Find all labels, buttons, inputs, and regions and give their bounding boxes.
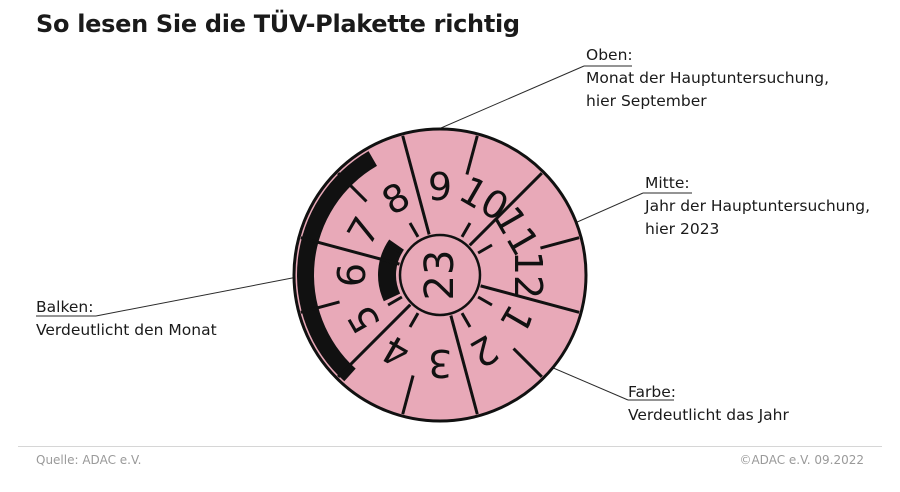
callout-oben-line-1: Monat der Hauptuntersuchung, [586,69,830,87]
leader-balken [95,272,319,317]
divider-tick [449,315,479,415]
page-title: So lesen Sie die TÜV-Plakette richtig [36,10,520,38]
callout-farbe-heading: Farbe: [628,383,676,401]
divider-tick [300,300,340,314]
divider-tick [401,135,431,235]
callout-farbe: Farbe: Verdeutlicht das Jahr [628,381,789,427]
divider-tick [337,172,368,203]
inner-spoke [460,312,472,328]
inner-spoke [477,295,493,307]
callout-balken: Balken: Verdeutlicht den Monat [36,296,217,342]
divider-tick [401,375,415,415]
year-label: 23 [417,250,463,301]
divider-tick [337,303,412,378]
month-number: 12 [506,251,550,299]
divider-tick [465,135,479,175]
callout-mitte-line-1: Jahr der Hauptuntersuchung, [645,197,871,215]
badge-dividers [300,135,580,415]
month-number: 3 [428,341,452,385]
inner-spoke [460,222,472,238]
year-ring [398,233,482,317]
month-bar-inner [377,239,404,302]
divider-tick [468,172,543,247]
inner-spoke [387,295,403,307]
callout-oben: Oben: Monat der Hauptuntersuchung, hier … [586,44,829,113]
divider-tick [540,236,580,250]
callout-oben-heading: Oben: [586,46,633,64]
callout-mitte-heading: Mitte: [645,174,690,192]
inner-spoke [408,222,420,238]
month-number: 9 [428,165,452,209]
callout-mitte-line-2: hier 2023 [645,220,720,238]
callout-farbe-line-1: Verdeutlicht das Jahr [628,406,789,424]
inner-spoke [408,312,420,328]
inner-spoke [477,243,493,255]
inner-spoke [387,243,403,255]
callout-mitte: Mitte: Jahr der Hauptuntersuchung, hier … [645,172,870,241]
callout-balken-heading: Balken: [36,298,94,316]
divider-tick [512,347,543,378]
footer-divider [18,446,882,447]
leader-oben [440,65,585,129]
footer-copyright: ©ADAC e.V. 09.2022 [739,453,864,467]
month-bar-outer [296,151,377,382]
divider-tick [480,284,580,314]
callout-balken-line-1: Verdeutlicht den Monat [36,321,217,339]
divider-tick [300,236,400,266]
callout-oben-line-2: hier September [586,92,707,110]
footer-source: Quelle: ADAC e.V. [36,453,142,467]
month-number: 6 [330,263,374,287]
